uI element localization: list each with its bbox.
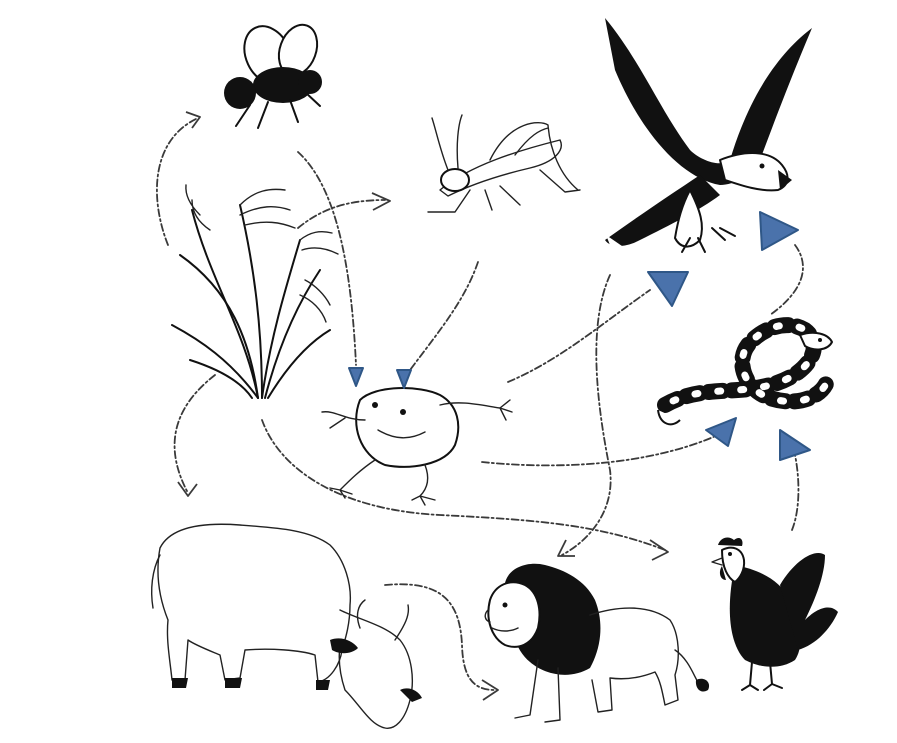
arrow-rice-to-fly (156, 111, 201, 246)
arrow-rooster-to-snake (791, 454, 800, 531)
fly-icon (224, 23, 322, 129)
marker-triangle-3 (647, 271, 689, 307)
arrow-rice-to-grasshopper (297, 192, 391, 229)
marker-triangle-1 (348, 367, 364, 387)
lion-icon (484, 563, 710, 723)
rice-plant-icon (171, 184, 339, 399)
arrow-frog-to-eagle (507, 289, 651, 383)
arrow-grasshopper-to-frog (409, 261, 479, 371)
rooster-icon (711, 537, 838, 691)
arrow-fly-to-frog (297, 151, 357, 366)
arrow-frog-to-snake (481, 434, 719, 467)
frog-icon (321, 387, 513, 506)
arrow-rice-to-rooster (261, 419, 669, 561)
eagle-icon (605, 18, 812, 253)
arrow-eagle-to-lion (557, 274, 612, 557)
marker-triangle-6 (779, 429, 811, 461)
grasshopper-icon (427, 114, 581, 213)
arrow-rice-to-cow (173, 374, 216, 497)
cow-icon (151, 523, 422, 729)
arrow-snake-to-eagle (769, 244, 804, 316)
marker-triangle-5 (705, 417, 737, 447)
snake-icon (657, 317, 836, 426)
arrow-cow-to-lion (384, 583, 499, 701)
marker-triangle-2 (396, 369, 412, 389)
marker-triangle-4 (759, 211, 799, 251)
